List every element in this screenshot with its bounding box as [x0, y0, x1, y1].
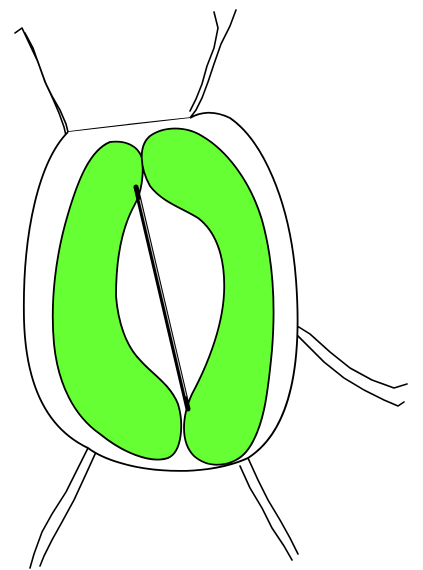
- cell-wall-right: [294, 324, 407, 388]
- cell-wall-right-inner: [294, 332, 404, 406]
- cell-wall-bottom-left-inner: [40, 452, 96, 566]
- cell-wall-bottom-left: [30, 448, 88, 568]
- cell-wall-bottom-right: [248, 458, 298, 554]
- cell-wall-top-right: [190, 10, 236, 118]
- cell-wall-top-right-inner: [190, 12, 218, 111]
- cell-wall-bottom-right-inner: [240, 466, 292, 560]
